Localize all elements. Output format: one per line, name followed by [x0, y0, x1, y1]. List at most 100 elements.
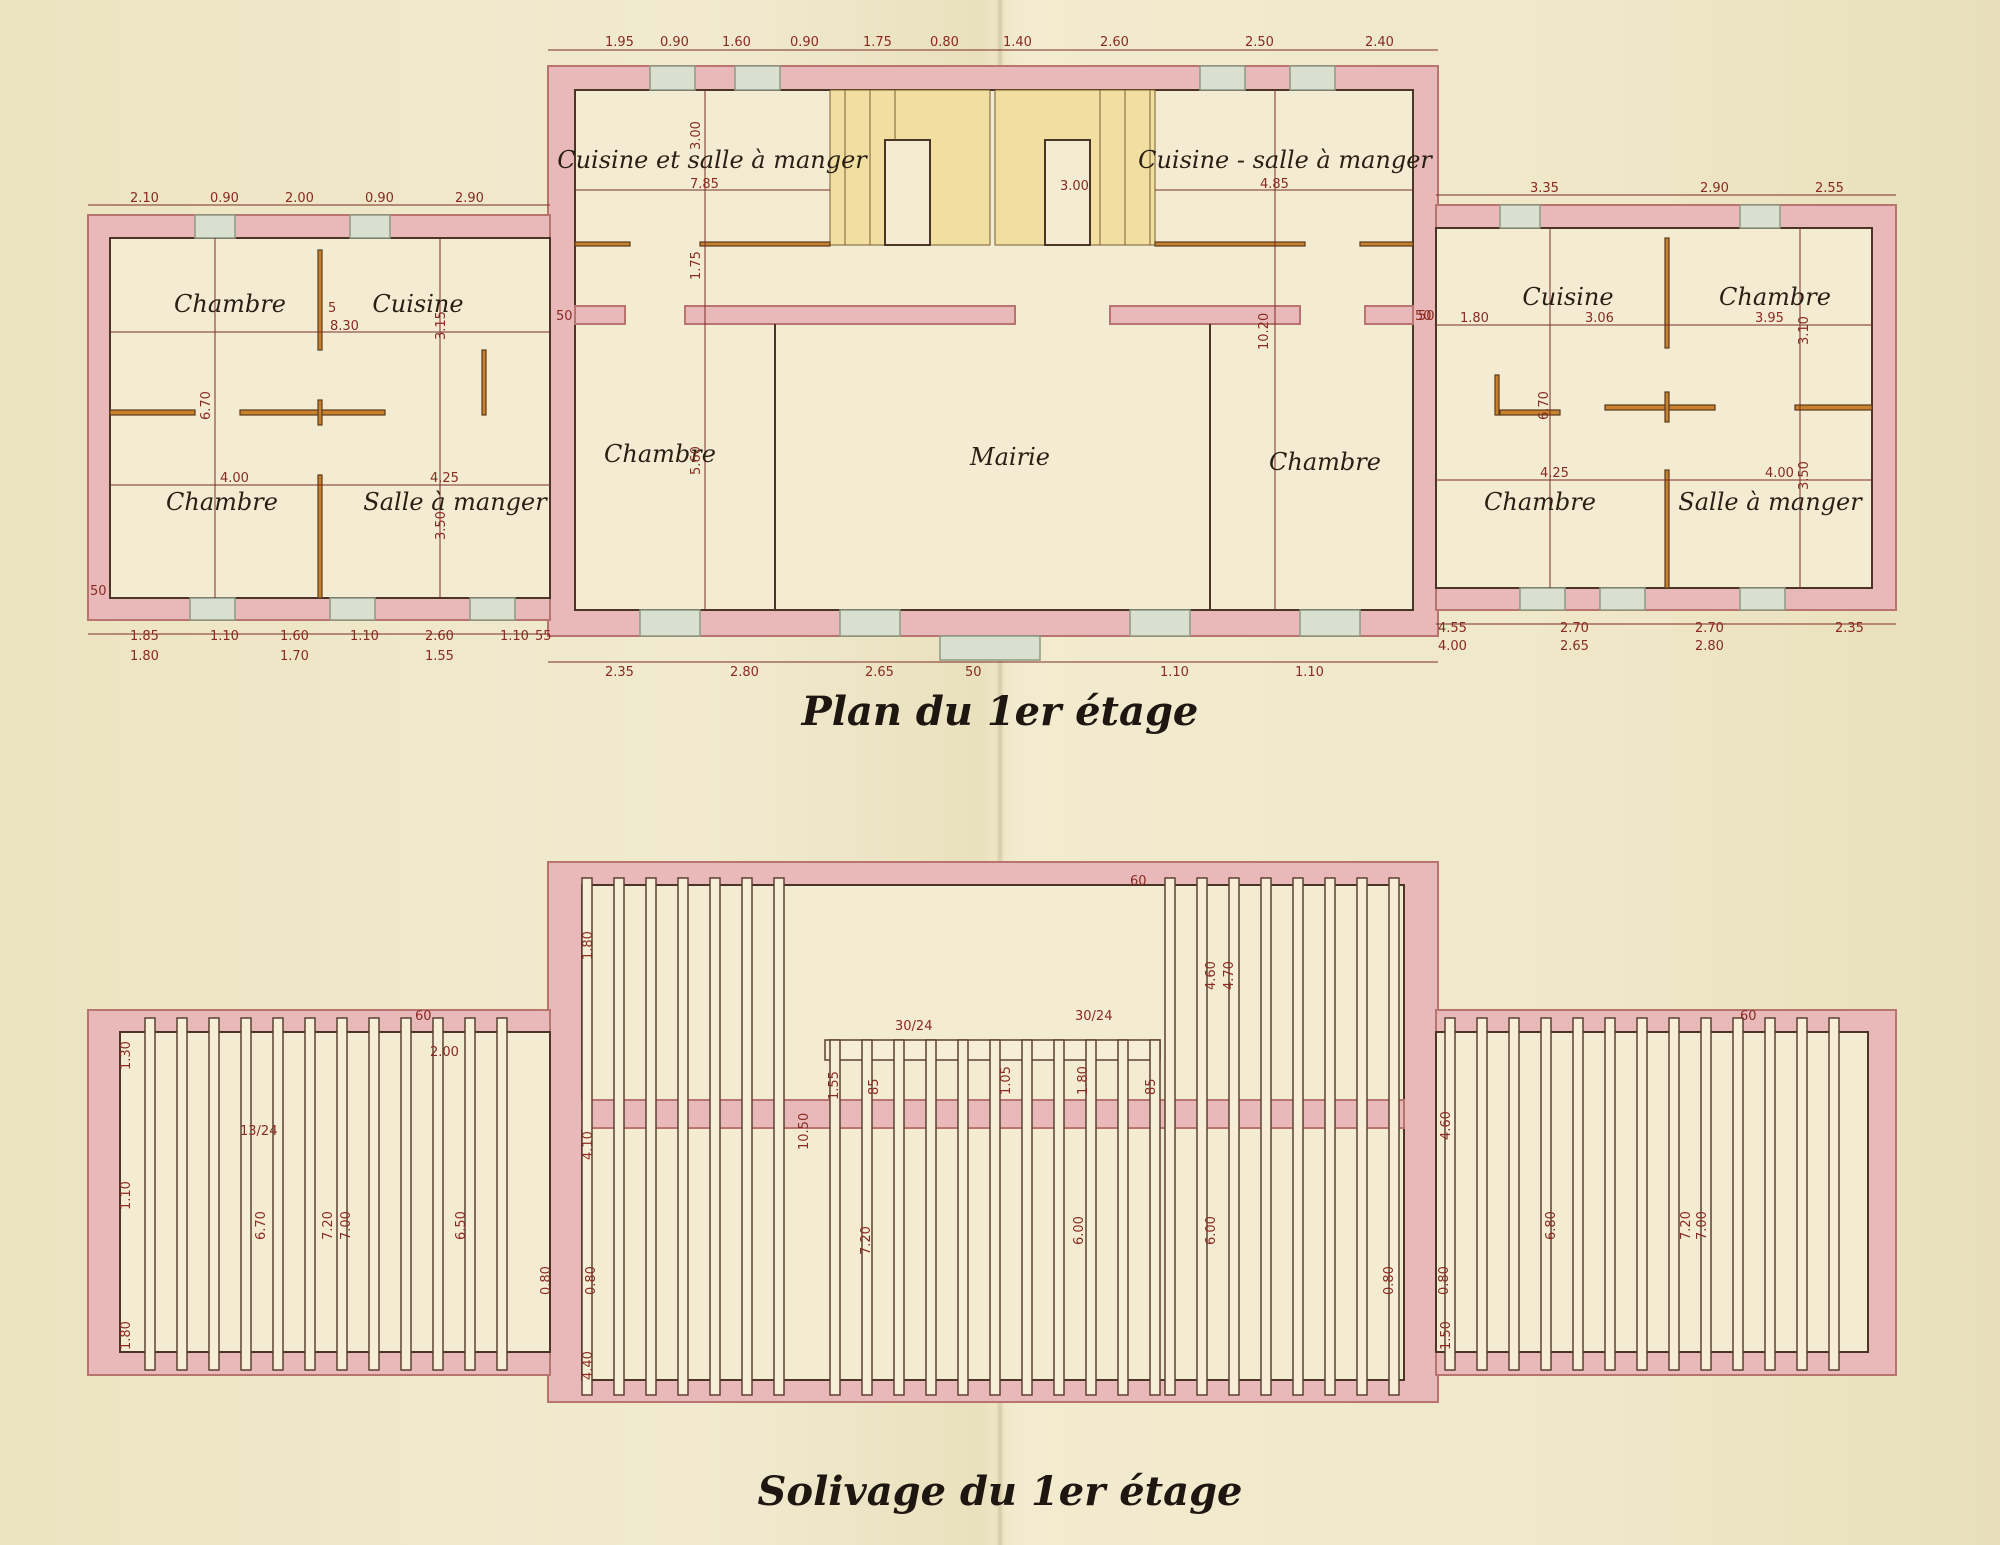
svg-text:4.10: 4.10 [581, 1131, 596, 1160]
joist [1828, 1017, 1840, 1371]
svg-text:2.10: 2.10 [130, 191, 159, 206]
svg-text:8.30: 8.30 [330, 319, 359, 334]
svg-text:0.80: 0.80 [539, 1266, 554, 1295]
svg-text:60: 60 [415, 1009, 432, 1024]
plan-dimension-lines [88, 49, 1896, 663]
svg-text:7.20: 7.20 [859, 1226, 874, 1255]
svg-text:4.55: 4.55 [1438, 621, 1467, 636]
svg-text:50: 50 [1415, 309, 1432, 324]
room-left-salle-manger: Salle à manger [363, 488, 548, 516]
svg-text:85: 85 [867, 1078, 882, 1095]
svg-text:0.90: 0.90 [660, 35, 689, 50]
svg-text:1.40: 1.40 [1003, 35, 1032, 50]
svg-text:2.70: 2.70 [1695, 621, 1724, 636]
joist [1636, 1017, 1648, 1371]
svg-text:1.60: 1.60 [722, 35, 751, 50]
svg-text:2.40: 2.40 [1365, 35, 1394, 50]
svg-text:0.90: 0.90 [365, 191, 394, 206]
joist [1572, 1017, 1584, 1371]
svg-text:2.65: 2.65 [1560, 639, 1589, 654]
svg-text:1.80: 1.80 [119, 1321, 134, 1350]
plan-inner-dimension-figures: 7.85 4.85 3.00 3.00 10.20 5.60 1.75 50 5… [90, 121, 1812, 599]
svg-text:5: 5 [328, 301, 336, 316]
plan-partitions [109, 237, 1873, 610]
svg-text:7.85: 7.85 [690, 177, 719, 192]
joist-beams [144, 877, 1840, 1396]
svg-text:2.80: 2.80 [730, 665, 759, 680]
svg-text:30/24: 30/24 [895, 1019, 932, 1034]
svg-text:6.00: 6.00 [1072, 1216, 1087, 1245]
svg-text:2.65: 2.65 [865, 665, 894, 680]
room-left-chambre-bottom: Chambre [166, 488, 278, 516]
svg-text:10.20: 10.20 [1257, 313, 1272, 350]
svg-text:2.00: 2.00 [430, 1045, 459, 1060]
svg-text:1.50: 1.50 [1439, 1321, 1454, 1350]
joist [1260, 877, 1272, 1396]
staircases [829, 89, 1156, 246]
svg-text:7.20: 7.20 [1679, 1211, 1694, 1240]
svg-text:1.05: 1.05 [999, 1066, 1014, 1095]
joist [861, 1039, 873, 1396]
joist [773, 877, 785, 1396]
svg-text:1.55: 1.55 [425, 649, 454, 664]
svg-text:3.10: 3.10 [1797, 316, 1812, 345]
joist [496, 1017, 508, 1371]
joist [368, 1017, 380, 1371]
svg-text:1.80: 1.80 [581, 931, 596, 960]
joist-plan: 1.30 1.10 1.80 6.70 7.20 7.00 6.50 2.00 … [87, 861, 1897, 1515]
svg-text:1.70: 1.70 [280, 649, 309, 664]
svg-text:50: 50 [90, 584, 107, 599]
svg-text:2.35: 2.35 [1835, 621, 1864, 636]
joist [336, 1017, 348, 1371]
svg-text:2.60: 2.60 [1100, 35, 1129, 50]
joist [829, 1039, 841, 1396]
joist [581, 877, 593, 1396]
room-center-chambre-right: Chambre [1269, 448, 1381, 476]
joist [677, 877, 689, 1396]
svg-text:6.50: 6.50 [454, 1211, 469, 1240]
plan-title: Plan du 1er étage [801, 688, 1199, 735]
room-center-mairie: Mairie [969, 443, 1050, 471]
svg-text:1.75: 1.75 [863, 35, 892, 50]
svg-text:50: 50 [556, 309, 573, 324]
svg-text:6.70: 6.70 [254, 1211, 269, 1240]
svg-text:1.80: 1.80 [1076, 1066, 1091, 1095]
svg-text:0.80: 0.80 [584, 1266, 599, 1295]
svg-text:60: 60 [1740, 1009, 1757, 1024]
svg-text:2.55: 2.55 [1815, 181, 1844, 196]
svg-text:2.60: 2.60 [425, 629, 454, 644]
svg-text:10.50: 10.50 [797, 1113, 812, 1150]
svg-text:3.00: 3.00 [689, 121, 704, 150]
room-center-chambre-left: Chambre [604, 440, 716, 468]
room-right-chambre-top: Chambre [1719, 283, 1831, 311]
svg-text:7.00: 7.00 [339, 1211, 354, 1240]
joist [1732, 1017, 1744, 1371]
svg-text:0.80: 0.80 [1382, 1266, 1397, 1295]
svg-text:4.60: 4.60 [1204, 961, 1219, 990]
svg-text:0.80: 0.80 [930, 35, 959, 50]
svg-text:0.80: 0.80 [1437, 1266, 1452, 1295]
svg-text:1.60: 1.60 [280, 629, 309, 644]
joist [1444, 1017, 1456, 1371]
joist [1668, 1017, 1680, 1371]
room-right-cuisine: Cuisine [1522, 283, 1613, 311]
svg-text:6.00: 6.00 [1204, 1216, 1219, 1245]
svg-text:2.80: 2.80 [1695, 639, 1724, 654]
joist [989, 1039, 1001, 1396]
joist [144, 1017, 156, 1371]
joist-plan-title: Solivage du 1er étage [758, 1468, 1243, 1515]
room-right-salle-manger: Salle à manger [1678, 488, 1863, 516]
plan-room-labels: Chambre Cuisine Chambre Salle à manger C… [166, 146, 1863, 516]
joist [645, 877, 657, 1396]
joist [1021, 1039, 1033, 1396]
joist [1292, 877, 1304, 1396]
joist [1540, 1017, 1552, 1371]
svg-text:3.15: 3.15 [434, 311, 449, 340]
joist [432, 1017, 444, 1371]
svg-text:1.10: 1.10 [1160, 665, 1189, 680]
svg-text:5.60: 5.60 [689, 446, 704, 475]
svg-text:1.10: 1.10 [1295, 665, 1324, 680]
joist [957, 1039, 969, 1396]
svg-text:3.50: 3.50 [1797, 461, 1812, 490]
